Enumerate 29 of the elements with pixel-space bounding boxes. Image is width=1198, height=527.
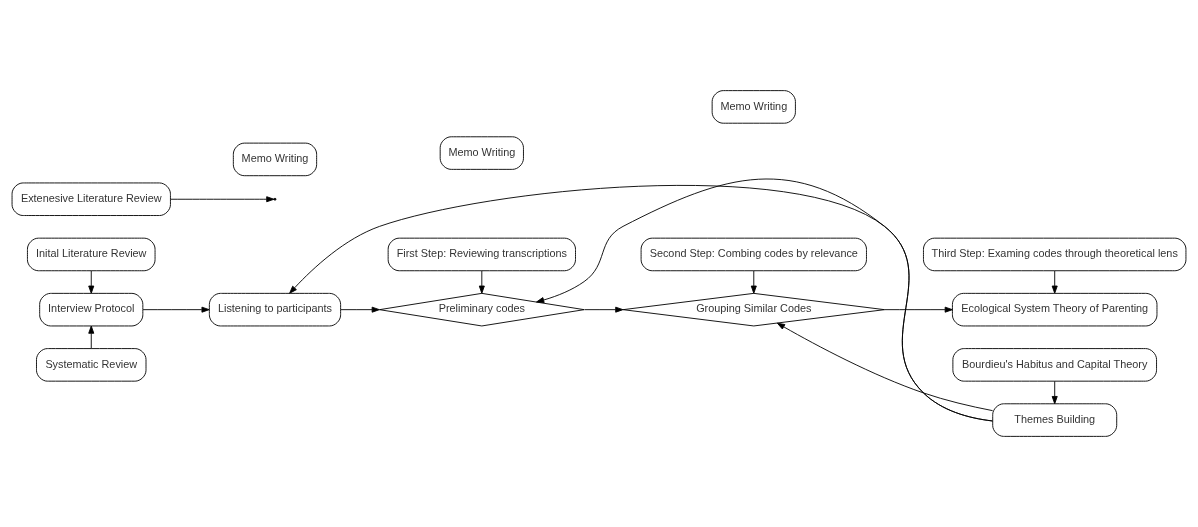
arrow	[750, 270, 757, 294]
arrow	[340, 306, 380, 313]
node-box: Listening to participants	[208, 292, 342, 327]
arrow	[776, 322, 994, 412]
arrow	[536, 178, 993, 422]
node-box: Themes Building	[992, 403, 1118, 437]
arrow	[1051, 270, 1058, 294]
node-box: Extenesive Literature Review	[11, 182, 171, 216]
node-box: First Step: Reviewing transcriptions	[387, 237, 576, 272]
arrow	[142, 306, 210, 313]
arrow	[584, 306, 624, 313]
node-box: Third Step: Examing codes through theoretical lens	[923, 237, 1187, 272]
arrow	[88, 270, 95, 294]
node-box: Memo Writing	[439, 136, 524, 170]
node-box: Systematic Review	[36, 348, 147, 382]
node-box: Interview Protocol	[39, 292, 144, 327]
arrow	[478, 270, 485, 294]
arrow	[884, 306, 953, 313]
node-box: Memo Writing	[711, 90, 796, 124]
arrow	[88, 325, 95, 349]
node-box: Memo Writing	[232, 142, 318, 177]
node-box: Second Step: Combing codes by relevance	[640, 237, 867, 272]
arrow	[170, 196, 275, 203]
arrow	[1051, 380, 1058, 405]
node-diamond: Grouping Similar Codes	[622, 292, 885, 327]
node-box: Bourdieu's Habitus and Capital Theory	[952, 348, 1157, 382]
node-box: Inital Literature Review	[27, 237, 156, 272]
node-box: Ecological System Theory of Parenting	[951, 292, 1158, 327]
node-diamond: Preliminary codes	[379, 292, 585, 327]
